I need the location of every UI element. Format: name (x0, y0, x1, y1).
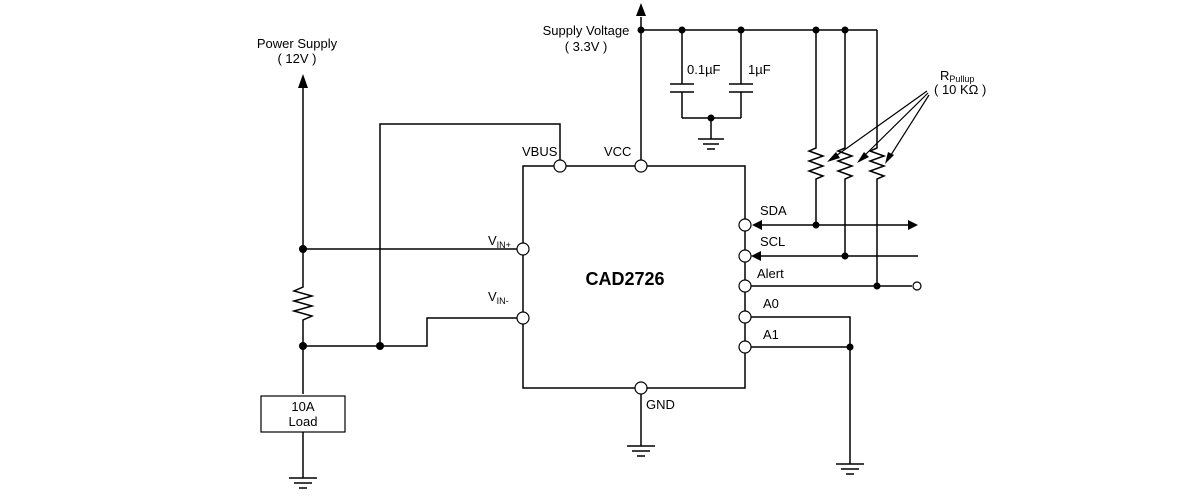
chip-body (522, 165, 746, 389)
load-label: Load (289, 414, 318, 429)
load-box (260, 395, 346, 433)
pin-vin-plus (516, 242, 530, 256)
cap2-label: 1µF (748, 62, 771, 77)
vin-minus-wire (303, 317, 517, 347)
pin-alert (738, 279, 752, 293)
rpullup-value: ( 10 KΩ ) (934, 82, 986, 97)
pin-gnd (634, 381, 648, 395)
capacitor-icon (729, 30, 753, 118)
power-supply-value: ( 12V ) (277, 51, 316, 66)
rpullup-label: RPullup (940, 68, 974, 84)
pin-label-alert: Alert (757, 266, 784, 281)
junction-dot (737, 26, 745, 34)
power-supply-arrow-icon (298, 74, 308, 88)
chip-name: CAD2726 (585, 269, 664, 289)
load-current-label: 10A (291, 399, 314, 414)
pin-label-a0: A0 (763, 296, 779, 311)
shunt-resistor-icon (291, 282, 315, 324)
alert-terminal (912, 281, 922, 291)
scl-line (751, 251, 918, 261)
pin-label-a1: A1 (763, 327, 779, 342)
pin-label-vcc: VCC (604, 144, 631, 159)
pin-vin-minus (516, 311, 530, 325)
pin-label-scl: SCL (760, 234, 785, 249)
cap1-label: 0.1µF (687, 62, 721, 77)
address-ground-icon (836, 463, 864, 475)
junction-dot (846, 343, 854, 351)
pin-a0 (738, 310, 752, 324)
junction-dot (812, 26, 820, 34)
supply-voltage-rail (636, 3, 877, 160)
pin-label-vin-plus: VIN+ (488, 233, 511, 250)
junction-dot (678, 26, 686, 34)
pin-vcc (634, 159, 648, 173)
junction-dot (707, 114, 715, 122)
junction-dot (873, 282, 881, 290)
sda-line (752, 220, 918, 230)
pin-vbus (553, 159, 567, 173)
supply-voltage-value: ( 3.3V ) (565, 39, 608, 54)
junction-dot (299, 245, 307, 253)
junction-dot (376, 342, 384, 350)
pullup-resistor-icon (867, 30, 887, 286)
pin-scl (738, 249, 752, 263)
pin-label-sda: SDA (760, 203, 787, 218)
pullup-resistor-icon (835, 30, 855, 256)
chip-ground-icon (627, 388, 655, 457)
a0-wire (745, 316, 851, 464)
pin-label-vin-minus: VIN- (488, 289, 509, 306)
load-ground-icon (289, 432, 317, 489)
pointer-arrow-icon (827, 90, 930, 164)
pin-label-gnd: GND (646, 397, 675, 412)
junction-dot (841, 26, 849, 34)
junction-dot (812, 221, 820, 229)
junction-dot (637, 26, 645, 34)
pin-a1 (738, 340, 752, 354)
vbus-wire (379, 123, 561, 346)
pin-label-vbus: VBUS (522, 144, 558, 159)
supply-voltage-arrow-icon (636, 3, 646, 16)
junction-dot (299, 342, 307, 350)
supply-voltage-label: Supply Voltage (543, 23, 630, 38)
capacitor-icon (670, 30, 694, 118)
junction-dot (841, 252, 849, 260)
pullup-resistor-icon (806, 30, 826, 225)
power-supply-label: Power Supply (257, 36, 338, 51)
pin-sda (738, 218, 752, 232)
cap-ground-icon (698, 118, 724, 150)
